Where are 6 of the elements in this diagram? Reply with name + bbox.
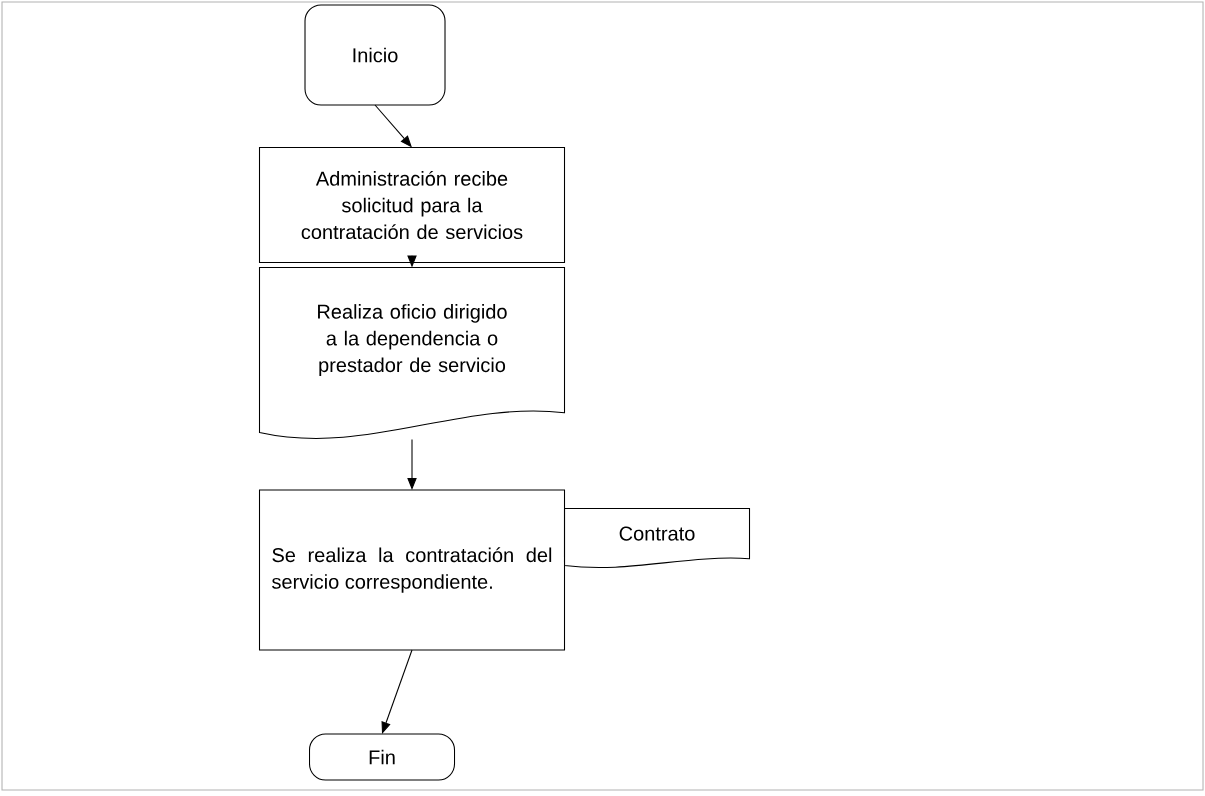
terminal-box: Inicio xyxy=(304,4,446,106)
arrow xyxy=(381,649,413,734)
arrow xyxy=(407,438,417,490)
process-box: Se realiza la contratación del servicio correspondiente. xyxy=(258,489,566,651)
process-box: Administración recibe solicitud para la contratación de servicios xyxy=(258,146,566,264)
terminal-box: Fin xyxy=(308,733,456,781)
